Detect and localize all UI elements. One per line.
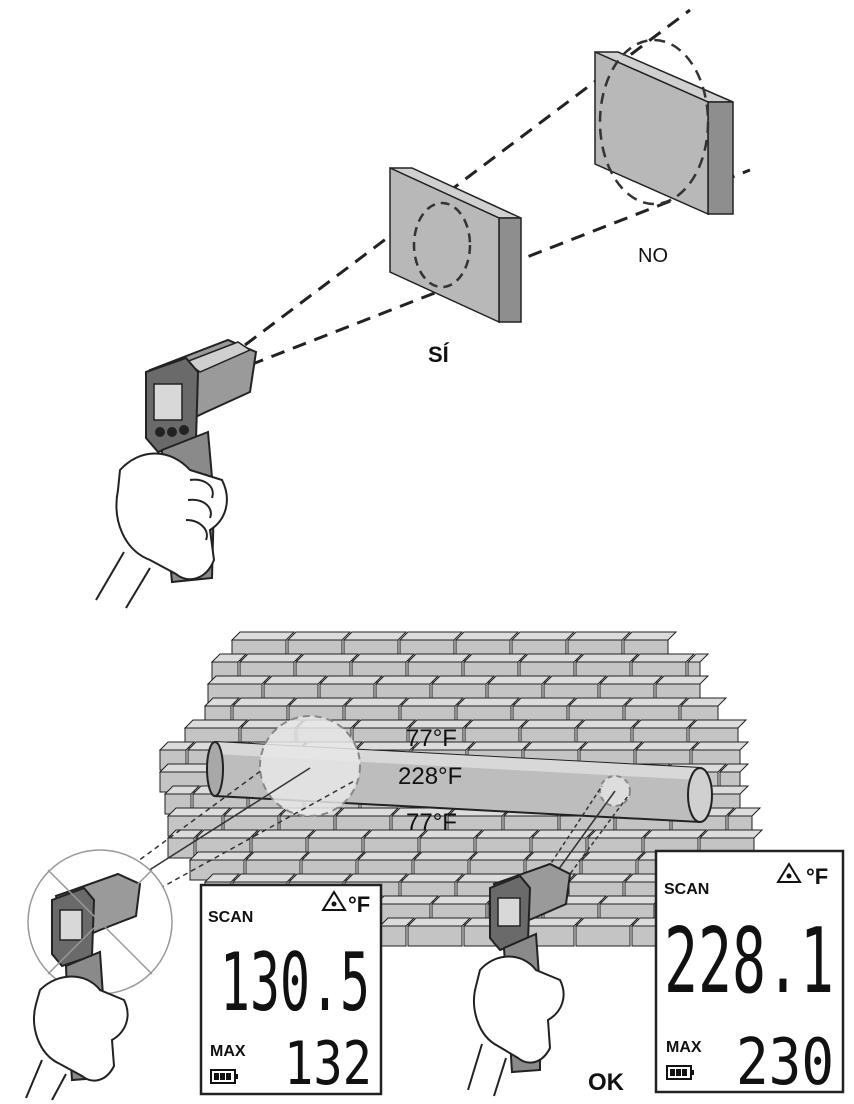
- thermometer-with-hand: [96, 340, 256, 608]
- brick-top: [358, 852, 420, 860]
- brick-top: [468, 742, 530, 750]
- brick-top: [185, 720, 247, 728]
- brick: [408, 926, 462, 946]
- brick-top: [224, 808, 286, 816]
- brick-top: [344, 632, 406, 640]
- brick-top: [681, 698, 726, 706]
- incorrect-thermometer: [26, 850, 172, 1100]
- wide-spot: [260, 716, 360, 816]
- brick-top: [401, 698, 463, 706]
- brick-top: [520, 654, 582, 662]
- lcd-display-left: SCAN °F 130.5 MAX 132: [201, 885, 381, 1099]
- label-no: NO: [638, 245, 668, 267]
- lcd-display-right: SCAN °F 228.1 MAX 230: [656, 851, 843, 1100]
- far-target: [595, 40, 733, 214]
- lcd-left-mode: SCAN: [208, 909, 253, 926]
- brick-top: [692, 742, 748, 750]
- brick-top: [464, 654, 526, 662]
- brick-top: [376, 896, 438, 904]
- reading-on-pipe: 228°F: [398, 763, 462, 790]
- brick-top: [308, 830, 370, 838]
- brick-top: [408, 918, 470, 926]
- brick-top: [624, 632, 676, 640]
- brick-top: [633, 720, 695, 728]
- brick-top: [408, 654, 470, 662]
- brick-top: [470, 852, 532, 860]
- brick-top: [400, 632, 462, 640]
- brick-top: [465, 720, 527, 728]
- reading-below-pipe: 77°F: [406, 809, 457, 836]
- brick-top: [233, 698, 295, 706]
- label-ok: OK: [588, 1069, 625, 1096]
- brick-top: [576, 918, 638, 926]
- lcd-right-unit: °F: [806, 864, 828, 889]
- brick-top: [644, 830, 706, 838]
- lcd-right-max-label: MAX: [666, 1039, 702, 1056]
- brick-top: [524, 742, 586, 750]
- brick-top: [569, 698, 631, 706]
- brick-top: [689, 720, 746, 728]
- brick: [380, 926, 406, 946]
- brick-top: [700, 830, 762, 838]
- brick-top: [580, 742, 642, 750]
- brick-top: [401, 874, 463, 882]
- brick-top: [600, 896, 662, 904]
- brick-top: [512, 632, 574, 640]
- lcd-right-reading: 228.1: [664, 909, 834, 1014]
- lcd-right-mode: SCAN: [664, 881, 709, 898]
- brick-top: [632, 654, 694, 662]
- brick-top: [246, 852, 308, 860]
- bottom-scene: 77°F 228°F 77°F: [26, 632, 843, 1100]
- brick-top: [488, 676, 550, 684]
- brick-top: [625, 698, 687, 706]
- brick: [576, 926, 630, 946]
- near-target: [390, 168, 521, 322]
- brick-top: [576, 654, 638, 662]
- brick-top: [233, 874, 295, 882]
- brick-top: [582, 852, 644, 860]
- brick-top: [544, 676, 606, 684]
- brick-top: [432, 896, 494, 904]
- brick-top: [513, 698, 575, 706]
- brick-top: [168, 808, 230, 816]
- brick-top: [457, 698, 519, 706]
- brick-top: [320, 676, 382, 684]
- brick-top: [476, 830, 538, 838]
- brick-top: [456, 632, 518, 640]
- brick-top: [432, 676, 494, 684]
- reading-above-pipe: 77°F: [406, 725, 457, 752]
- label-yes: SÍ: [428, 342, 450, 367]
- brick-top: [240, 654, 302, 662]
- top-scene: SÍ NO: [96, 10, 750, 608]
- brick-top: [336, 808, 398, 816]
- brick-top: [569, 874, 631, 882]
- brick-top: [232, 632, 294, 640]
- brick-top: [352, 654, 414, 662]
- brick-top: [252, 830, 314, 838]
- brick-top: [376, 676, 438, 684]
- brick-top: [656, 676, 708, 684]
- brick-top: [345, 698, 407, 706]
- brick-top: [288, 632, 350, 640]
- brick-top: [190, 852, 252, 860]
- lcd-left-reading: 130.5: [220, 936, 370, 1029]
- lcd-left-max-label: MAX: [210, 1043, 246, 1060]
- brick-top: [577, 720, 639, 728]
- brick-top: [208, 676, 270, 684]
- lcd-right-max-value: 230: [736, 1026, 834, 1100]
- brick-top: [345, 874, 407, 882]
- brick-top: [636, 742, 698, 750]
- brick-top: [521, 720, 583, 728]
- brick-top: [289, 874, 351, 882]
- brick-top: [302, 852, 364, 860]
- lcd-left-max-value: 132: [284, 1029, 372, 1099]
- brick-top: [414, 852, 476, 860]
- brick-top: [289, 698, 351, 706]
- brick-top: [568, 632, 630, 640]
- brick-top: [600, 676, 662, 684]
- lcd-left-unit: °F: [348, 892, 370, 917]
- brick-top: [296, 654, 358, 662]
- brick-top: [264, 676, 326, 684]
